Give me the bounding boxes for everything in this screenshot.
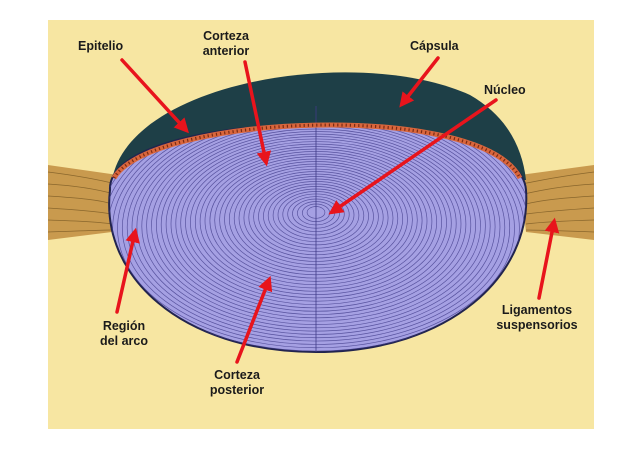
label-corteza-posterior-line1: Corteza bbox=[214, 368, 261, 382]
label-region-arco-line1: Región bbox=[103, 319, 145, 333]
label-region-arco-line2: del arco bbox=[100, 334, 148, 348]
label-corteza-anterior-line1: Corteza bbox=[203, 29, 250, 43]
label-capsula: Cápsula bbox=[410, 39, 460, 53]
label-ligamentos-line1: Ligamentos bbox=[502, 303, 572, 317]
label-epitelio: Epitelio bbox=[78, 39, 124, 53]
label-corteza-posterior-line2: posterior bbox=[210, 383, 264, 397]
label-nucleo: Núcleo bbox=[484, 83, 526, 97]
label-corteza-anterior-line2: anterior bbox=[203, 44, 250, 58]
label-ligamentos-line2: suspensorios bbox=[496, 318, 577, 332]
